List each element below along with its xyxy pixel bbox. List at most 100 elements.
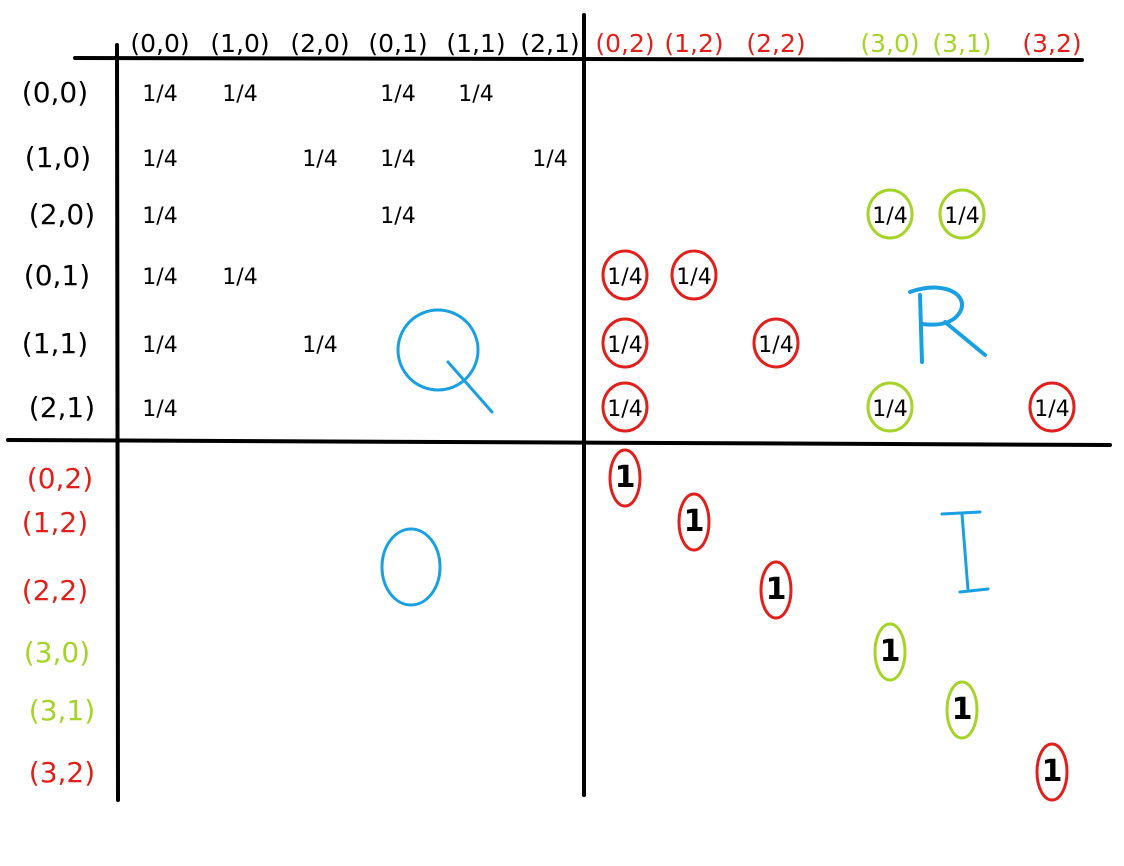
- entry-highlight-circle: [938, 188, 986, 240]
- entry-highlight-circle: [752, 317, 800, 369]
- entry-highlight-circle: [601, 249, 649, 301]
- entry-highlight-circle: [1028, 381, 1076, 433]
- matrix-entry: 1/4: [380, 147, 415, 172]
- row-label-divider: [115, 43, 120, 802]
- matrix-entry: 1/4: [601, 249, 649, 301]
- matrix-entry: 1/4: [222, 82, 257, 107]
- row-label: (1,2): [22, 506, 88, 539]
- row-label: (3,0): [24, 636, 90, 669]
- entry-value: 1/4: [142, 397, 177, 422]
- entry-value: 1: [880, 634, 901, 669]
- matrix-entry: 1/4: [752, 317, 800, 369]
- matrix-entry: 1/4: [142, 204, 177, 229]
- matrix-entry: 1/4: [142, 147, 177, 172]
- matrix-entry: 1/4: [380, 204, 415, 229]
- entry-highlight-circle: [873, 622, 907, 682]
- matrix-entry: 1/4: [670, 249, 718, 301]
- entry-value: 1/4: [222, 265, 257, 290]
- entry-highlight-circle: [1035, 742, 1069, 802]
- column-label: (2,2): [746, 29, 805, 58]
- entry-value: 1/4: [142, 265, 177, 290]
- entry-highlight-circle: [759, 560, 793, 620]
- matrix-entry: 1/4: [458, 82, 493, 107]
- entry-value: 1/4: [380, 82, 415, 107]
- entry-value: 1/4: [380, 204, 415, 229]
- column-label: (0,1): [368, 29, 427, 58]
- row-label: (0,0): [22, 76, 88, 109]
- entry-highlight-circle: [677, 492, 711, 552]
- entry-highlight-circle: [945, 680, 979, 740]
- matrix-entry: 1/4: [142, 397, 177, 422]
- row-label: (2,2): [22, 574, 88, 607]
- matrix-entry: 1: [945, 680, 979, 740]
- entry-highlight-circle: [866, 381, 914, 433]
- entry-value: 1/4: [380, 147, 415, 172]
- matrix-entry: 1/4: [601, 381, 649, 433]
- matrix-entry: 1/4: [601, 317, 649, 369]
- matrix-entries: 1/4 1/4 1/4 1/4 1/4 1/4 1/4 1/4 1/4 1/4 1/4 1/4 1/4 1…: [142, 82, 1076, 802]
- row-label: (3,2): [29, 756, 95, 789]
- entry-value: 1: [1042, 754, 1063, 789]
- block-I-label: I: [940, 510, 990, 594]
- column-label: (2,0): [290, 29, 349, 58]
- matrix-entry: 1/4: [938, 188, 986, 240]
- matrix-entry: 1/4: [302, 147, 337, 172]
- matrix-entry: 1/4: [142, 265, 177, 290]
- entry-value: 1/4: [302, 147, 337, 172]
- entry-value: 1/4: [1034, 397, 1069, 422]
- row-label: (1,0): [25, 141, 91, 174]
- entry-value: 1/4: [222, 82, 257, 107]
- column-label: (0,2): [595, 29, 654, 58]
- matrix-entry: 1/4: [142, 82, 177, 107]
- matrix-entry: 1: [873, 622, 907, 682]
- matrix-entry: 1/4: [302, 333, 337, 358]
- column-label: (3,1): [932, 29, 991, 58]
- entry-value: 1/4: [142, 147, 177, 172]
- entry-value: 1/4: [607, 333, 642, 358]
- entry-highlight-circle: [670, 249, 718, 301]
- column-label: (0,0): [130, 29, 189, 58]
- column-label: (1,2): [664, 29, 723, 58]
- matrix-entry: 1: [1035, 742, 1069, 802]
- block-horizontal-divider: [6, 438, 1112, 447]
- matrix-entry: 1: [759, 560, 793, 620]
- column-label: (2,1): [520, 29, 579, 58]
- entry-highlight-circle: [866, 188, 914, 240]
- entry-value: 1: [615, 460, 636, 495]
- column-label: (3,0): [860, 29, 919, 58]
- header-underline: [73, 56, 1084, 62]
- column-label: (3,2): [1022, 29, 1081, 58]
- entry-value: 1/4: [758, 333, 793, 358]
- entry-value: 1/4: [676, 265, 711, 290]
- entry-highlight-circle: [601, 317, 649, 369]
- entry-value: 1: [766, 572, 787, 607]
- matrix-entry: 1/4: [1028, 381, 1076, 433]
- row-label: (0,1): [24, 259, 90, 292]
- entry-value: 1/4: [607, 397, 642, 422]
- matrix-entry: 1/4: [142, 333, 177, 358]
- matrix-entry: 1/4: [866, 188, 914, 240]
- block-Q-label: Q: [396, 308, 494, 414]
- row-label: (1,1): [22, 327, 88, 360]
- column-labels: (0,0) (1,0) (2,0) (0,1) (1,1) (2,1) (0,2) (1,2)…: [130, 29, 1081, 58]
- entry-value: 1/4: [142, 82, 177, 107]
- block-R-label: R: [908, 285, 987, 364]
- entry-value: 1/4: [607, 265, 642, 290]
- matrix-entry: 1: [677, 492, 711, 552]
- entry-highlight-circle: [608, 448, 642, 508]
- matrix-entry: 1/4: [222, 265, 257, 290]
- matrix-entry: 1/4: [532, 147, 567, 172]
- row-label: (0,2): [27, 462, 93, 495]
- entry-value: 1/4: [532, 147, 567, 172]
- entry-value: 1/4: [142, 333, 177, 358]
- entry-value: 1/4: [142, 204, 177, 229]
- entry-value: 1/4: [872, 204, 907, 229]
- matrix-entry: 1/4: [380, 82, 415, 107]
- entry-value: 1/4: [944, 204, 979, 229]
- entry-value: 1/4: [302, 333, 337, 358]
- row-label: (2,1): [29, 391, 95, 424]
- entry-value: 1: [684, 504, 705, 539]
- column-label: (1,1): [446, 29, 505, 58]
- column-label: (1,0): [210, 29, 269, 58]
